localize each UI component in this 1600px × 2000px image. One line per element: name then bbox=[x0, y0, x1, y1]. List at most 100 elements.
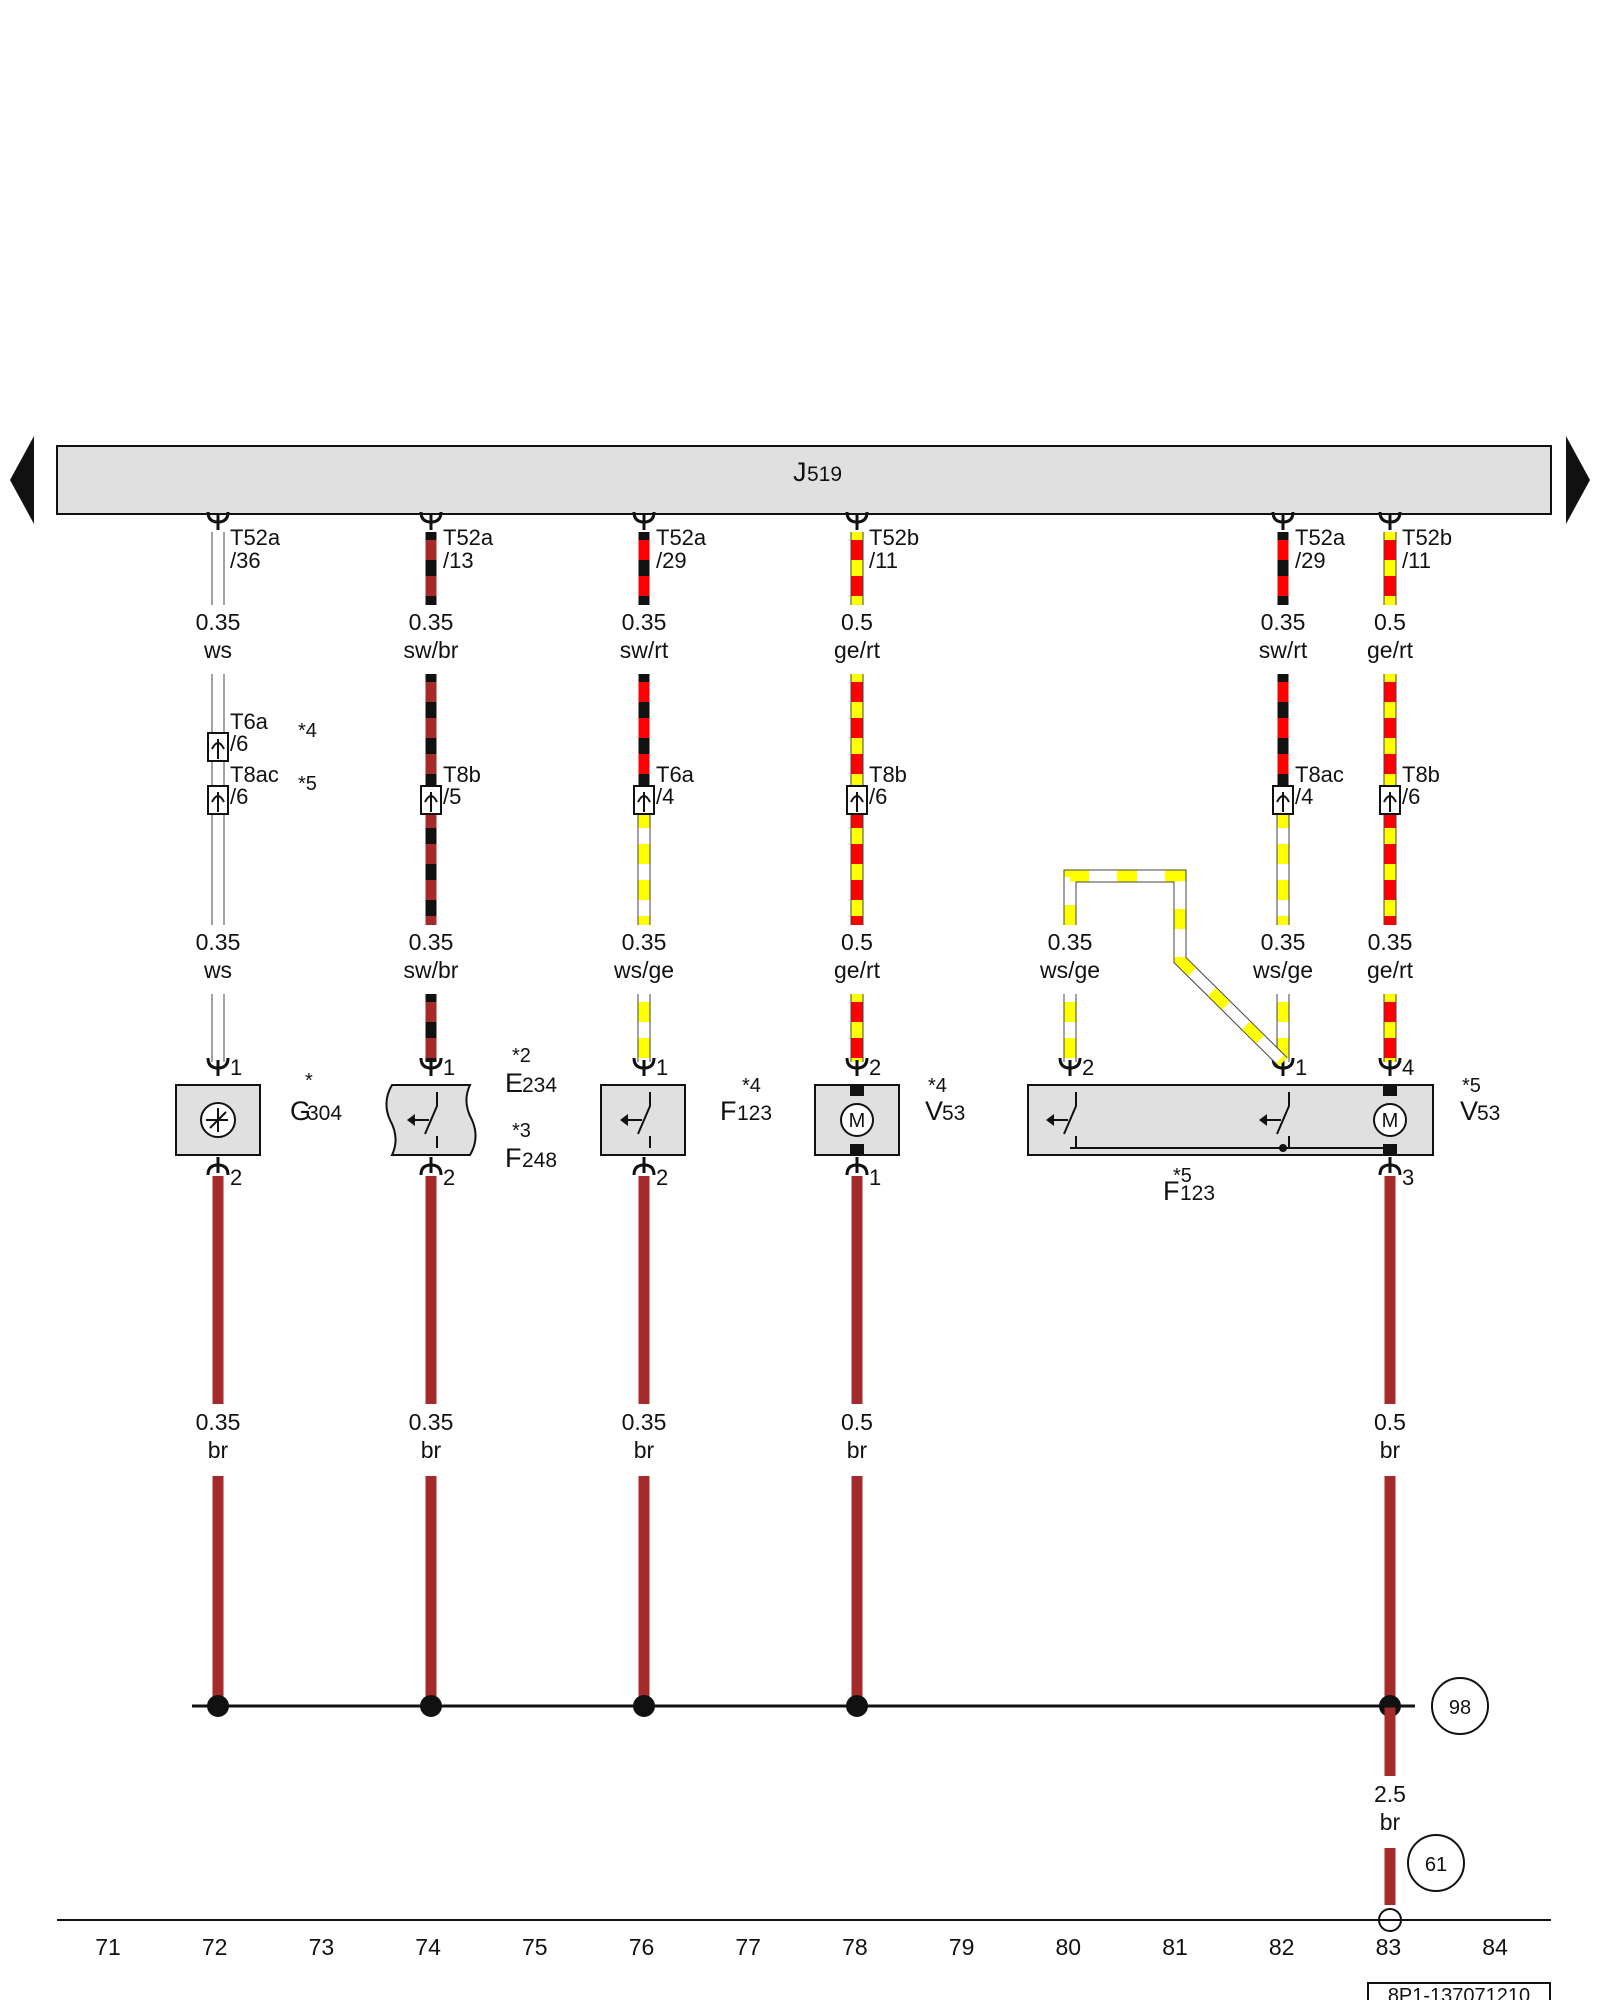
w74-ground-size: 0.35 bbox=[409, 1409, 454, 1435]
w82-segment-mid-upper-tracer bbox=[1277, 754, 1289, 774]
sensor-g304-icon bbox=[200, 1102, 236, 1138]
component-E234-number: 234 bbox=[522, 1074, 557, 1097]
w72-upper-color: ws bbox=[203, 637, 232, 663]
w72-lower-color: ws bbox=[203, 957, 232, 983]
grid-number: 80 bbox=[1056, 1934, 1082, 1960]
w74-segment-mid-upper-tracer bbox=[425, 718, 437, 738]
w82-connector-0-icon[interactable] bbox=[1272, 785, 1294, 815]
w76-segment-bottom bbox=[637, 994, 651, 1062]
w78-lower-size: 0.5 bbox=[841, 929, 873, 955]
w82-segment-bottom bbox=[1276, 994, 1290, 1062]
w74-segment-top-tracer bbox=[425, 576, 437, 596]
w72-terminal-name: T52a bbox=[230, 525, 281, 550]
component-V53a-note: *4 bbox=[928, 1075, 947, 1097]
w74-segment-mid-upper-tracer bbox=[425, 754, 437, 774]
w82-segment-bottom-base bbox=[1277, 994, 1289, 1062]
w83-ground-segment-upper bbox=[1384, 1176, 1396, 1404]
grid-number: 76 bbox=[629, 1934, 655, 1960]
w83-ground-segment-lower bbox=[1384, 1476, 1396, 1706]
w74-terminal-name: T52a bbox=[443, 525, 494, 550]
w83-lower-size: 0.35 bbox=[1368, 929, 1413, 955]
w74-component-pin-bottom: 2 bbox=[443, 1165, 455, 1190]
jumper-segment-bottom bbox=[1063, 994, 1077, 1062]
w74-ground-segment-lower-base bbox=[425, 1476, 437, 1706]
w76-segment-mid-lower-tracer bbox=[638, 808, 650, 828]
component-f123-a[interactable] bbox=[600, 1084, 686, 1156]
w74-connector-0-icon[interactable] bbox=[420, 785, 442, 815]
w78-terminal-position: /11 bbox=[869, 548, 898, 573]
w72-ground-segment-lower-base bbox=[212, 1476, 224, 1706]
w72-connector-1-name: T8ac bbox=[230, 762, 279, 787]
w78-segment-bottom bbox=[850, 994, 864, 1062]
control-unit-name: J bbox=[793, 457, 807, 487]
w72-connector-1-note: *5 bbox=[298, 773, 317, 795]
next-page-arrow-icon[interactable] bbox=[1566, 436, 1590, 524]
w82-segment-top-tracer bbox=[1277, 540, 1289, 560]
w72-segment-top-base bbox=[212, 532, 224, 605]
w78-segment-top-tracer bbox=[851, 576, 863, 596]
grid-number: 81 bbox=[1162, 1934, 1188, 1960]
grid-number: 71 bbox=[95, 1934, 121, 1960]
w76-connector-0-icon[interactable] bbox=[633, 785, 655, 815]
w78-segment-bottom-base bbox=[851, 994, 863, 1062]
w72-ground-size: 0.35 bbox=[196, 1409, 241, 1435]
w76-ground-segment-lower-base bbox=[638, 1476, 650, 1706]
grid-number: 75 bbox=[522, 1934, 548, 1960]
w74-terminal-position: /13 bbox=[443, 548, 474, 573]
jumper-wire-tracer bbox=[1064, 870, 1287, 1066]
w74-segment-top-tracer bbox=[425, 540, 437, 560]
component-F123a-name: F bbox=[720, 1096, 737, 1126]
w78-component-pin-bottom: 1 bbox=[869, 1165, 881, 1190]
w74-segment-mid-lower-tracer bbox=[425, 880, 437, 900]
w72-connector-1-icon[interactable] bbox=[207, 785, 229, 815]
w83-segment-mid-lower bbox=[1383, 800, 1397, 925]
w74-segment-bottom bbox=[425, 994, 437, 1062]
w78-segment-bottom-tracer bbox=[851, 1002, 863, 1022]
w76-ground-color: br bbox=[634, 1437, 655, 1463]
w76-component-pin-top: 1 bbox=[656, 1055, 668, 1080]
w82-segment-mid-upper-tracer bbox=[1277, 718, 1289, 738]
ground-ref-98[interactable]: 98 bbox=[1431, 1677, 1489, 1735]
w83-connector-0-icon[interactable] bbox=[1379, 785, 1401, 815]
w78-upper-size: 0.5 bbox=[841, 609, 873, 635]
motor-v53-b-icon-brush-top bbox=[1383, 1086, 1397, 1096]
switch-f123-b-right-icon-arrow bbox=[1259, 1114, 1267, 1126]
component-f123-v53-b[interactable] bbox=[1027, 1084, 1434, 1156]
w72-segment-top bbox=[211, 532, 225, 605]
w74-ground-segment-upper bbox=[425, 1176, 437, 1404]
w72-connector-0-icon[interactable] bbox=[207, 732, 229, 762]
w76-segment-mid-upper bbox=[638, 674, 650, 800]
w76-segment-mid-lower-tracer bbox=[638, 844, 650, 864]
w78-connector-0-name: T8b bbox=[869, 762, 907, 787]
component-G304-note: * bbox=[305, 1070, 313, 1092]
w83-segment-top bbox=[1383, 532, 1397, 605]
motor-v53-a-icon-brush-bottom bbox=[850, 1144, 864, 1154]
switch-e234-icon bbox=[407, 1092, 438, 1148]
switch-f123-b-left-icon-arrow bbox=[1046, 1114, 1054, 1126]
component-F123b-name: F bbox=[1163, 1176, 1180, 1206]
w82-segment-mid-lower-tracer bbox=[1277, 880, 1289, 900]
w72-segment-mid-lower-base bbox=[212, 747, 224, 925]
grid-number: 73 bbox=[309, 1934, 335, 1960]
w72-terminal-position: /36 bbox=[230, 548, 261, 573]
w74-segment-bottom-tracer bbox=[425, 1038, 437, 1058]
w76-segment-mid-lower-tracer bbox=[638, 916, 650, 925]
w72-ground-segment-upper-base bbox=[212, 1176, 224, 1404]
w83-segment-mid-upper bbox=[1383, 674, 1397, 800]
jumper-segment-bottom-base bbox=[1064, 994, 1076, 1062]
w72-connector-0-position: /6 bbox=[230, 731, 248, 756]
motor-v53-a-icon: M bbox=[840, 1086, 874, 1154]
w74-component-pin-top: 1 bbox=[443, 1055, 455, 1080]
ground-ref-61[interactable]: 61 bbox=[1407, 1834, 1465, 1892]
w78-connector-0-icon[interactable] bbox=[846, 785, 868, 815]
w78-ground-segment-lower-base bbox=[851, 1476, 863, 1706]
component-F123a-number: 123 bbox=[737, 1102, 772, 1125]
w83-segment-mid-lower-tracer bbox=[1384, 844, 1396, 864]
switch-f123-b-right-icon bbox=[1259, 1092, 1290, 1148]
prev-page-arrow-icon[interactable] bbox=[10, 436, 34, 524]
w74-lower-size: 0.35 bbox=[409, 929, 454, 955]
w76-ground-segment-lower bbox=[638, 1476, 650, 1706]
grid-number: 72 bbox=[202, 1934, 228, 1960]
document-id: 8P1-137071210 bbox=[1388, 1985, 1530, 2000]
